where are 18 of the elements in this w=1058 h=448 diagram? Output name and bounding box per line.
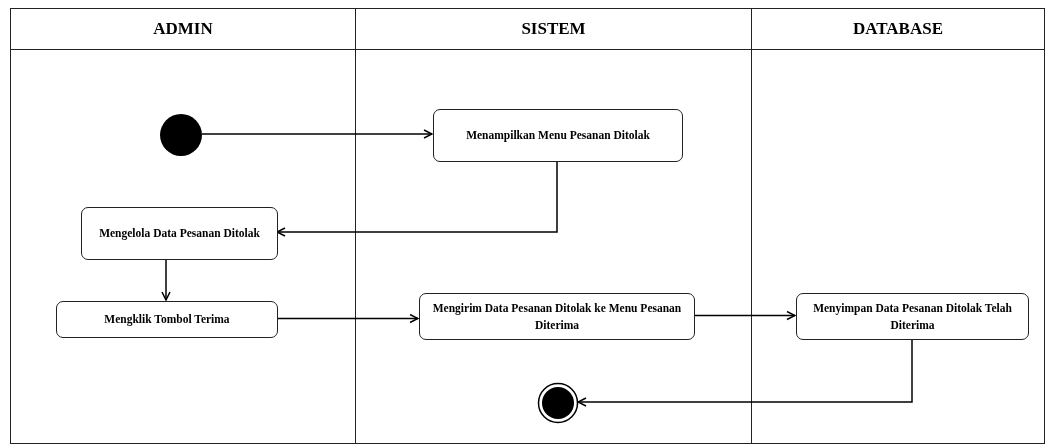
swimlane [10,8,356,444]
lane-header: DATABASE [752,9,1044,50]
action-box: Menyimpan Data Pesanan Ditolak Telah Diterima [796,293,1029,340]
swimlane [355,8,752,444]
arrow [693,310,796,321]
action-box: Mengklik Tombol Terima [56,301,278,338]
action-box: Menampilkan Menu Pesanan Ditolak [433,109,683,162]
swimlane [751,8,1045,444]
arrow [161,258,171,301]
lane-header: SISTEM [356,9,751,50]
end-node [537,382,579,424]
arrow [276,160,558,237]
start-node [159,113,203,157]
action-box: Mengelola Data Pesanan Ditolak [81,207,278,260]
arrow [201,129,433,139]
action-box: Mengirim Data Pesanan Ditolak ke Menu Pesanan Diterima [419,293,695,340]
arrow [577,338,913,407]
arrow [276,313,419,324]
